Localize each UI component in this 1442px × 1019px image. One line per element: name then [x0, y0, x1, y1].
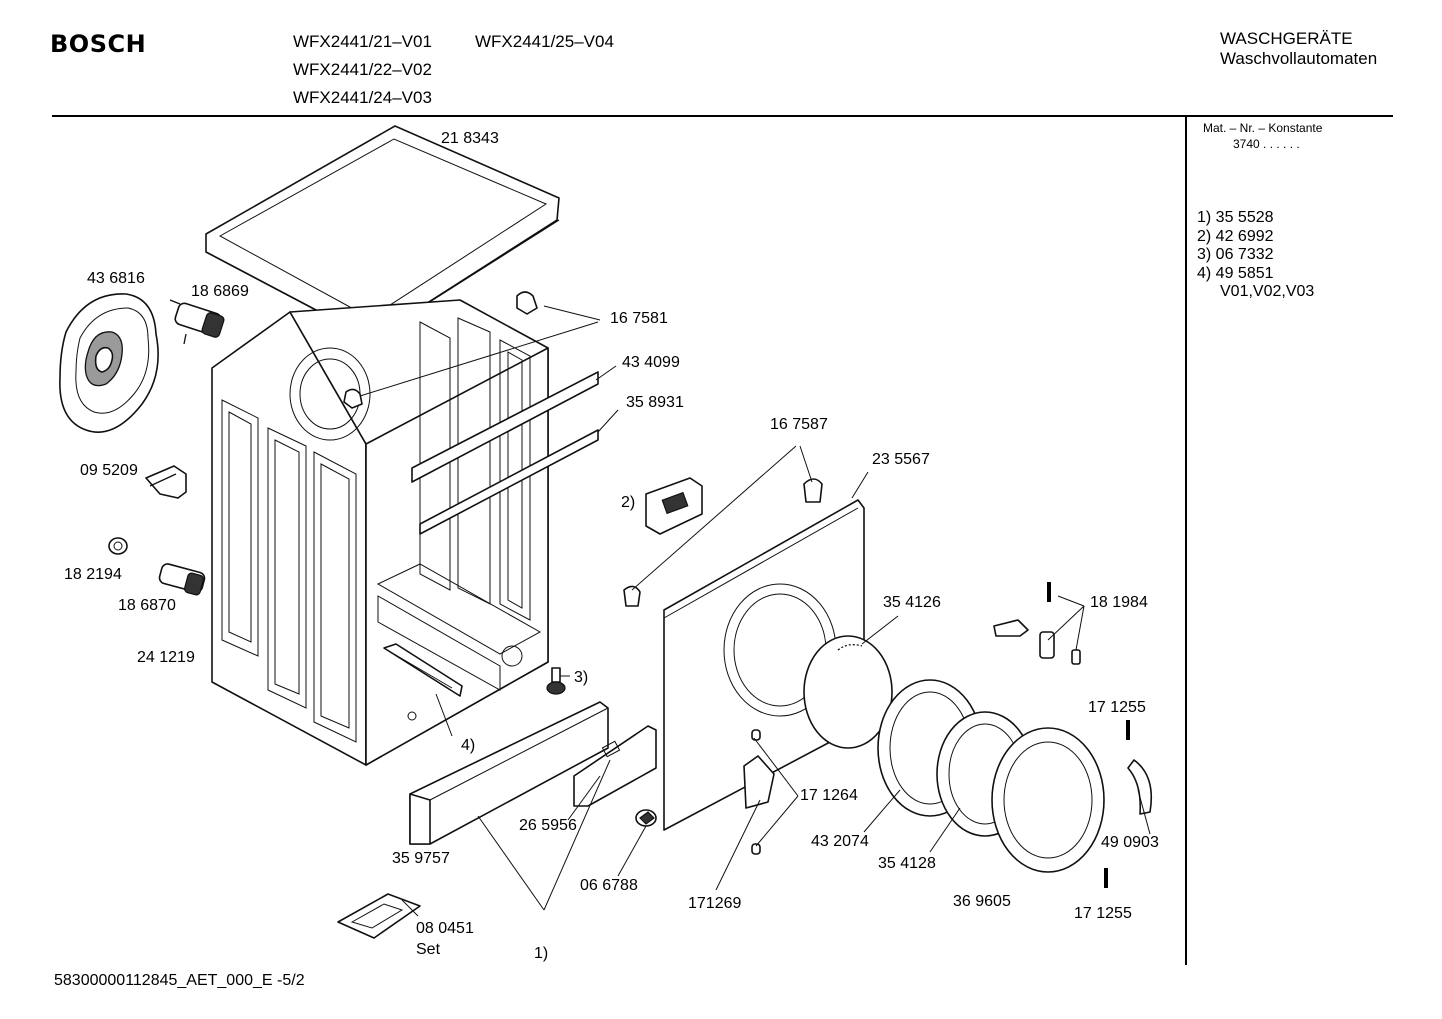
part-label: 43 4099 — [622, 354, 680, 371]
category-title: WASCHGERÄTE — [1220, 29, 1353, 48]
bracket-part — [145, 465, 187, 499]
part-label: 16 7587 — [770, 416, 828, 433]
model-number: WFX2441/22–V02 — [293, 60, 432, 79]
latch-clip-part — [343, 291, 538, 409]
valve-part — [158, 563, 206, 596]
door-handle-part — [1127, 759, 1153, 815]
part-label: 09 5209 — [80, 462, 138, 479]
part-label: 23 5567 — [872, 451, 930, 468]
pump-part — [169, 299, 225, 345]
seal-ring-part — [803, 635, 893, 749]
pump-cover-part — [59, 293, 159, 433]
part-label: 35 9757 — [392, 850, 450, 867]
brand-logo: BOSCH — [50, 30, 147, 58]
footnote: 3) 06 7332 — [1197, 246, 1274, 263]
part-label: 17 1255 — [1074, 905, 1132, 922]
hinge-part — [743, 729, 775, 855]
door-lock-part — [645, 477, 703, 535]
clip-part — [623, 478, 823, 607]
part-label: 06 6788 — [580, 877, 638, 894]
part-label: 35 8931 — [626, 394, 684, 411]
footnotes-list: 1) 35 5528 2) 42 6992 3) 06 7332 4) 49 5… — [1197, 209, 1314, 302]
leader-lines — [359, 305, 1151, 917]
front-panel-part — [663, 499, 865, 831]
part-label: 18 1984 — [1090, 594, 1148, 611]
screw-part — [546, 667, 566, 695]
footnote: 4) 49 5851 — [1197, 264, 1274, 282]
part-label: 17 1264 — [800, 787, 858, 804]
part-label: 171269 — [688, 895, 742, 912]
part-label: 43 2074 — [811, 833, 869, 850]
pin-part — [1104, 868, 1108, 888]
ref-label: 4) — [461, 737, 476, 754]
category-subtitle: Waschvollautomaten — [1220, 49, 1378, 68]
door-glass-part — [991, 727, 1105, 873]
part-label: 18 6869 — [191, 283, 249, 300]
part-label: 24 1219 — [137, 649, 195, 666]
transport-bracket-part — [337, 893, 421, 939]
part-label: 16 7581 — [610, 310, 668, 327]
part-label: 18 6870 — [118, 597, 176, 614]
model-number: WFX2441/21–V01 — [293, 32, 432, 51]
footnote: V01,V02,V03 — [1220, 283, 1315, 300]
part-label: 26 5956 — [519, 817, 577, 834]
handle-part — [635, 809, 657, 827]
foot-part — [383, 643, 463, 697]
part-label: 35 4126 — [883, 594, 941, 611]
pin-part — [1126, 720, 1130, 740]
footnote: 2) 42 6992 — [1197, 227, 1274, 245]
mat-nr-label: Mat. – Nr. – Konstante — [1203, 121, 1323, 135]
part-label: 43 6816 — [87, 270, 145, 287]
cabinet-part — [211, 299, 549, 766]
part-label: Set — [416, 941, 441, 958]
model-number: WFX2441/24–V03 — [293, 88, 432, 107]
ref-label: 1) — [534, 945, 549, 962]
model-number: WFX2441/25–V04 — [475, 32, 614, 51]
ref-label: 3) — [574, 669, 589, 686]
control-panel-part — [409, 701, 657, 845]
cross-brace-part — [411, 371, 599, 535]
door-hook-part — [993, 619, 1081, 665]
part-label: 36 9605 — [953, 893, 1011, 910]
part-label: 21 8343 — [441, 130, 499, 147]
part-label: 17 1255 — [1088, 699, 1146, 716]
part-label: 08 0451 — [416, 920, 474, 937]
pin-part — [1047, 582, 1051, 602]
knob-part — [108, 537, 128, 555]
footnote: 1) 35 5528 — [1197, 209, 1274, 226]
part-label: 49 0903 — [1101, 834, 1159, 851]
mat-nr-value: 3740 . . . . . . — [1233, 137, 1300, 151]
part-label: 35 4128 — [878, 855, 936, 872]
document-id: 58300000112845_AET_000_E -5/2 — [54, 972, 305, 989]
ref-label: 2) — [621, 494, 636, 511]
part-label: 18 2194 — [64, 566, 122, 583]
